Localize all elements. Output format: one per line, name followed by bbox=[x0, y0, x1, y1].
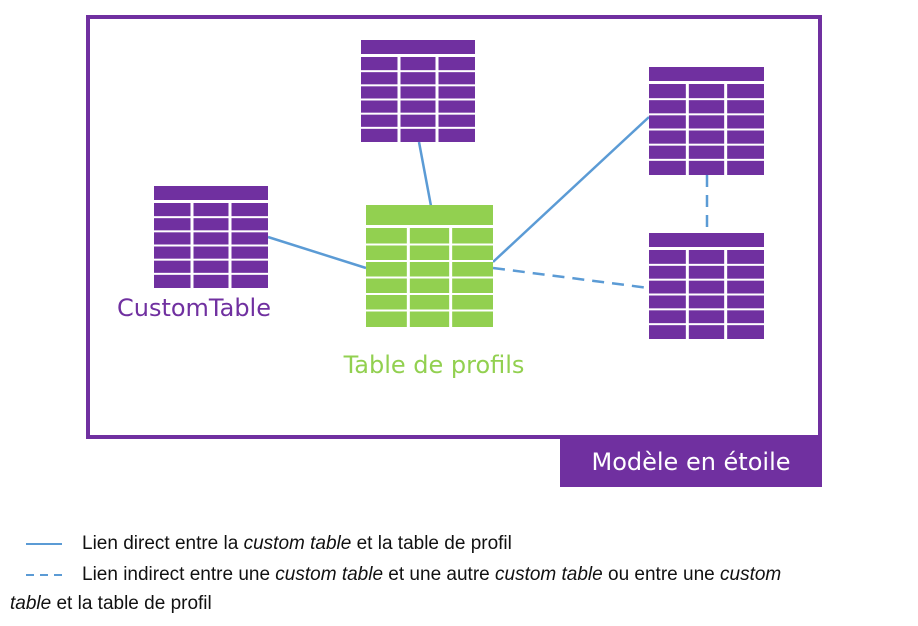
legend-indirect-em4: table bbox=[10, 593, 52, 614]
direct-link-customtable bbox=[267, 235, 367, 270]
legend-indirect-em3: custom bbox=[720, 564, 782, 585]
model-badge bbox=[560, 437, 822, 487]
table-icon-top-right-row-divider bbox=[649, 98, 764, 101]
table-icon-profile-col-divider bbox=[449, 228, 453, 327]
table-icon-customtable-row-divider bbox=[154, 258, 268, 261]
table-icon-top-right-body bbox=[649, 67, 764, 175]
links bbox=[267, 116, 709, 290]
table-icon-top-col-divider bbox=[435, 57, 439, 142]
model-badge-label: Modèle en étoile bbox=[591, 448, 790, 476]
table-icon-customtable-col-divider bbox=[228, 203, 232, 288]
table-icon-profile-row-divider bbox=[366, 309, 493, 312]
table-icon-top-right-row-divider bbox=[649, 158, 764, 161]
direct-link-topright bbox=[492, 116, 650, 263]
table-icon-top-right-row-divider bbox=[649, 113, 764, 116]
table-icon-top-row-divider bbox=[361, 112, 475, 115]
table-icon-bottom-right-row-divider bbox=[649, 293, 764, 296]
table-icon-customtable-row-divider bbox=[154, 272, 268, 275]
table-icon-profile-row-divider bbox=[366, 260, 493, 262]
table-icon-bottom-right-row-divider bbox=[649, 278, 764, 281]
table-icon-bottom-right-header-divider bbox=[649, 247, 764, 250]
table-icon-bottom-right-row-divider bbox=[649, 263, 764, 266]
table-icon-profile-row-divider bbox=[366, 293, 493, 295]
legend-direct-text-end: et la table de profil bbox=[351, 533, 512, 554]
custom-table-label: CustomTable bbox=[117, 294, 271, 322]
legend-direct: Lien direct entre la custom table et la … bbox=[82, 533, 512, 555]
legend-direct-em: custom table bbox=[243, 533, 352, 554]
table-icon-bottom-right-body bbox=[649, 233, 764, 339]
table-icon-customtable-row-divider bbox=[154, 230, 268, 233]
indirect-link-right bbox=[492, 266, 650, 290]
legend-indirect-line2: table et la table de profil bbox=[10, 593, 212, 615]
table-icon-profile bbox=[366, 205, 493, 327]
table-icon-top-right-row-divider bbox=[649, 143, 764, 146]
table-icon-profile-header-divider bbox=[366, 225, 493, 228]
legend-indirect-em2: custom table bbox=[495, 564, 603, 585]
table-icon-bottom-right-row-divider bbox=[649, 308, 764, 311]
table-icon-profile-body bbox=[366, 205, 493, 327]
legend-indirect-line1: Lien indirect entre une custom table et … bbox=[82, 564, 781, 586]
table-icon-top-right-col-divider bbox=[685, 84, 689, 175]
table-icon-top-right-col-divider bbox=[724, 84, 728, 175]
table-icon-profile-col-divider bbox=[406, 228, 410, 327]
table-icon-top-right-header-divider bbox=[649, 81, 764, 84]
direct-link-top bbox=[417, 141, 433, 207]
table-icon-bottom-right-row-divider bbox=[649, 323, 764, 326]
star-model-frame bbox=[86, 15, 822, 439]
table-icon-top-row-divider bbox=[361, 98, 475, 101]
table-icon-top-header-divider bbox=[361, 54, 475, 57]
table-icon-top-row-divider bbox=[361, 126, 475, 129]
profile-table-label: Table de profils bbox=[343, 351, 525, 379]
table-icon-customtable-row-divider bbox=[154, 244, 268, 247]
table-icon-top-right bbox=[649, 67, 764, 175]
table-icon-customtable-header-divider bbox=[154, 200, 268, 203]
table-icon-customtable-row-divider bbox=[154, 216, 268, 219]
table-icon-profile-row-divider bbox=[366, 276, 493, 279]
table-icon-top-row-divider bbox=[361, 70, 475, 73]
table-icon-profile-row-divider bbox=[366, 243, 493, 246]
table-icon-customtable-col-divider bbox=[190, 203, 194, 288]
table-icon-customtable bbox=[154, 186, 268, 288]
table-icon-top-right-row-divider bbox=[649, 128, 764, 131]
table-icon-bottom-right bbox=[649, 233, 764, 339]
table-icon-top-row-divider bbox=[361, 84, 475, 87]
table-icon-bottom-right-col-divider bbox=[685, 250, 689, 339]
table-icon-top bbox=[361, 40, 475, 142]
table-icon-top-col-divider bbox=[397, 57, 401, 142]
legend-indirect-text3: ou entre une bbox=[602, 564, 720, 585]
legend-direct-text: Lien direct entre la bbox=[82, 533, 244, 554]
legend-indirect-text4: et la table de profil bbox=[51, 593, 212, 614]
legend-indirect-text: Lien indirect entre une bbox=[82, 564, 276, 585]
legend-indirect-text2: et une autre bbox=[383, 564, 495, 585]
table-icon-bottom-right-col-divider bbox=[724, 250, 728, 339]
legend-indirect-em1: custom table bbox=[275, 564, 384, 585]
tables bbox=[154, 40, 764, 339]
